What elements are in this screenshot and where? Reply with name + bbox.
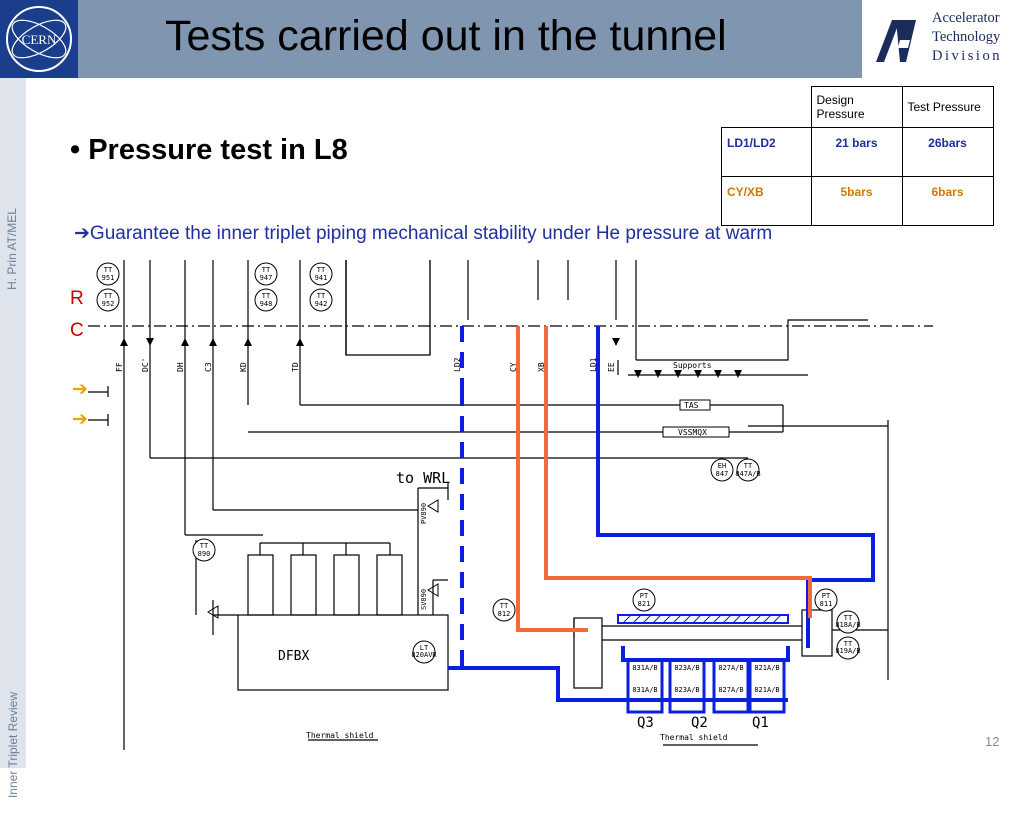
inst-tag: TT <box>317 292 326 300</box>
atd-line-2: Technology <box>932 29 1001 45</box>
magnet-label-q3: Q3 <box>637 715 654 731</box>
inst-num: 818A/B <box>835 621 860 629</box>
inst-tag: TT <box>104 292 113 300</box>
supports-label: Supports <box>673 361 712 370</box>
magnet-tt: 831A/B <box>632 664 657 672</box>
atd-logo: Accelerator Technology Division <box>862 0 1024 78</box>
design-value: 21 bars <box>810 127 903 177</box>
inst-num: 952 <box>102 300 115 308</box>
inst-tag: TT <box>104 266 113 274</box>
line-label: DC' <box>141 358 150 372</box>
line-label: FF <box>115 362 124 372</box>
arrow-icon: ➔ <box>74 223 90 244</box>
bullet-heading: • Pressure test in L8 <box>70 134 348 166</box>
line-label: C3 <box>204 362 213 372</box>
inst-num: 847 <box>716 470 729 478</box>
magnet-tt: 827A/B <box>718 664 743 672</box>
magnet-eh: 823A/B <box>674 686 699 694</box>
line-label: EE <box>607 362 616 372</box>
inst-tag: TT <box>262 292 271 300</box>
test-value: 26bars <box>901 127 994 177</box>
inst-num: 941 <box>315 274 328 282</box>
line-label: CY <box>509 362 518 372</box>
inst-tag: LT <box>420 644 429 652</box>
magnet-label-q1: Q1 <box>752 715 769 731</box>
table-header-design: Design Pressure <box>810 86 903 128</box>
line-label: XB <box>537 362 546 372</box>
magnet-eh: 821A/B <box>754 686 779 694</box>
line-label: TD <box>291 362 300 372</box>
inst-tag: TT <box>844 614 853 622</box>
to-wrl-label: to WRL <box>396 469 450 487</box>
thermal-shield-label: Thermal shield <box>306 731 374 740</box>
table-row: LD1/LD2 21 bars 26bars <box>721 127 994 177</box>
inst-num: 819A/B <box>835 647 860 655</box>
dfbx-label: DFBX <box>278 649 309 664</box>
inst-num: 942 <box>315 300 328 308</box>
table-corner <box>721 86 812 128</box>
sidebar: H. Prin AT/MEL Inner Triplet Review <box>0 78 26 798</box>
inst-tag: TT <box>744 462 753 470</box>
inst-tag: TT <box>200 542 209 550</box>
pv-label: PV890 <box>420 503 428 524</box>
pressure-table: Design Pressure Test Pressure LD1/LD2 21… <box>721 86 994 226</box>
piping-diagram-svg: TT 951 TT 952 TT 947 TT 948 TT 941 TT 94… <box>88 260 933 750</box>
guarantee-line: ➔Guarantee the inner triplet piping mech… <box>74 222 772 245</box>
inst-tag: TT <box>844 640 853 648</box>
line-label: LD1 <box>589 357 598 372</box>
hidden-text-fragment-c: C <box>70 320 84 341</box>
inst-tag: TT <box>262 266 271 274</box>
inst-num: 820AVR <box>411 651 437 659</box>
line-label: LD2 <box>453 357 462 372</box>
slide-title: Tests carried out in the tunnel <box>165 12 727 60</box>
thermal-shield-label: Thermal shield <box>660 733 728 742</box>
arrow-icon: ➔ <box>72 409 88 430</box>
guarantee-text: Guarantee the inner triplet piping mecha… <box>89 223 773 244</box>
magnet-tt: 821A/B <box>754 664 779 672</box>
inst-tag: PT <box>640 592 649 600</box>
inst-tag: PT <box>822 592 831 600</box>
inst-num: 811 <box>820 600 833 608</box>
review-label: Inner Triplet Review <box>6 691 20 799</box>
line-label: KD <box>239 362 248 372</box>
magnet-tt: 823A/B <box>674 664 699 672</box>
page-number: 12 <box>985 734 1000 749</box>
test-value: 6bars <box>901 176 994 226</box>
cern-logo: CERN <box>0 0 78 78</box>
cern-logo-icon: CERN <box>6 6 72 72</box>
atd-line-3: Division <box>932 48 1002 64</box>
sv-label: SV890 <box>420 589 428 610</box>
inst-num: 890 <box>198 550 211 558</box>
atd-line-1: Accelerator <box>932 10 1000 26</box>
table-header-test: Test Pressure <box>901 86 994 128</box>
inst-num: 821 <box>638 600 651 608</box>
table-row: CY/XB 5bars 6bars <box>721 176 994 226</box>
inst-num: 951 <box>102 274 115 282</box>
inst-tag: TT <box>500 602 509 610</box>
vssmqx-label: VSSMQX <box>678 428 707 437</box>
inst-num: 812 <box>498 610 511 618</box>
magnet-eh: 827A/B <box>718 686 743 694</box>
atd-logo-text: Accelerator Technology Division <box>932 9 1002 66</box>
header-bar: CERN Tests carried out in the tunnel Acc… <box>0 0 1024 78</box>
inst-num: 847A/B <box>735 470 760 478</box>
row-label: CY/XB <box>721 176 812 226</box>
hidden-text-fragment-r: R <box>70 288 84 309</box>
inst-tag: EH <box>718 462 726 470</box>
inst-tag: TT <box>317 266 326 274</box>
arrow-icon: ➔ <box>72 379 88 400</box>
line-label: DH <box>176 362 185 372</box>
magnet-eh: 831A/B <box>632 686 657 694</box>
atd-logo-icon <box>876 20 916 62</box>
tas-label: TAS <box>684 401 699 410</box>
bullet-heading-text: Pressure test in L8 <box>88 134 348 166</box>
row-label: LD1/LD2 <box>721 127 812 177</box>
design-value: 5bars <box>810 176 903 226</box>
author-label: H. Prin AT/MEL <box>5 208 19 290</box>
magnet-label-q2: Q2 <box>691 715 708 731</box>
piping-diagram: TT 951 TT 952 TT 947 TT 948 TT 941 TT 94… <box>88 260 948 750</box>
svg-text:CERN: CERN <box>22 32 57 47</box>
inst-num: 947 <box>260 274 273 282</box>
inst-num: 948 <box>260 300 273 308</box>
